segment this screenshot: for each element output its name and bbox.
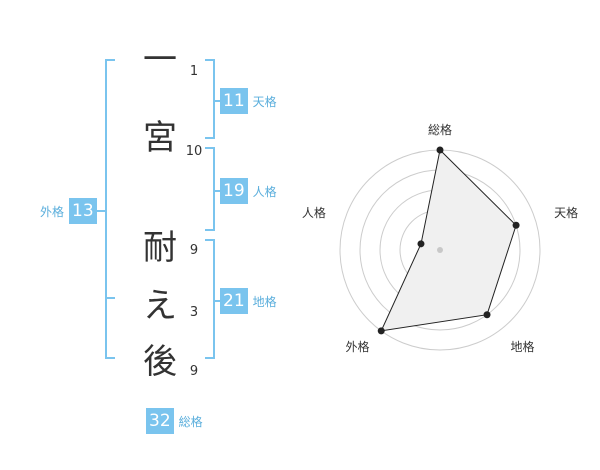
stroke-count-1: 1 [189, 64, 199, 79]
jinkaku-value: 19 [220, 178, 248, 204]
radar-center-dot [437, 247, 443, 253]
stroke-count-4: 3 [189, 305, 199, 320]
jinkaku-label: 人格 [252, 184, 277, 199]
gaikaku-bracket [105, 59, 115, 359]
tenkaku-bracket [205, 59, 215, 139]
radar-point-2 [512, 221, 520, 229]
bracket-lines [96, 59, 220, 359]
radar-point-3 [483, 311, 491, 319]
chikaku-value: 21 [220, 288, 248, 314]
chikaku-bracket [205, 239, 215, 359]
radar-axis-label-1: 総格 [428, 122, 452, 137]
radar-outline [380, 149, 517, 332]
gaikaku-badge: 外格 13 [40, 198, 97, 224]
name-char-3: 耐 [143, 228, 177, 268]
radar-axis-label-4: 外格 [345, 339, 369, 354]
radar-point-5 [417, 240, 425, 248]
radar-point-1 [436, 146, 444, 154]
chikaku-badge: 21 地格 [220, 288, 277, 314]
soukaku-badge: 32 総格 [146, 408, 203, 434]
tenkaku-label: 天格 [252, 94, 277, 109]
radar-axis-label-2: 天格 [554, 205, 578, 220]
jinkaku-badge: 19 人格 [220, 178, 277, 204]
name-column: 一 宮 耐 え 後 1 10 9 3 9 11 天格 19 人格 21 地格 外… [40, 40, 277, 434]
name-char-1: 一 [143, 40, 177, 80]
tenkaku-value: 11 [220, 88, 248, 114]
name-char-4: え [143, 286, 177, 326]
name-char-5: 後 [143, 342, 177, 382]
radar-axis-label-5: 人格 [302, 205, 326, 220]
jinkaku-bracket [205, 147, 215, 231]
soukaku-value: 32 [146, 408, 174, 434]
stroke-count-3: 9 [189, 243, 199, 258]
name-char-2: 宮 [143, 118, 177, 158]
radar-area [381, 150, 517, 331]
chikaku-label: 地格 [252, 294, 277, 309]
soukaku-label: 総格 [178, 414, 203, 429]
stroke-count-5: 9 [189, 364, 199, 379]
stroke-count-2: 10 [185, 144, 203, 159]
tenkaku-badge: 11 天格 [220, 88, 277, 114]
gaikaku-value: 13 [69, 198, 97, 224]
gaikaku-label: 外格 [40, 204, 65, 219]
radar-point-4 [377, 327, 385, 335]
radar-axis-label-3: 地格 [511, 339, 535, 354]
